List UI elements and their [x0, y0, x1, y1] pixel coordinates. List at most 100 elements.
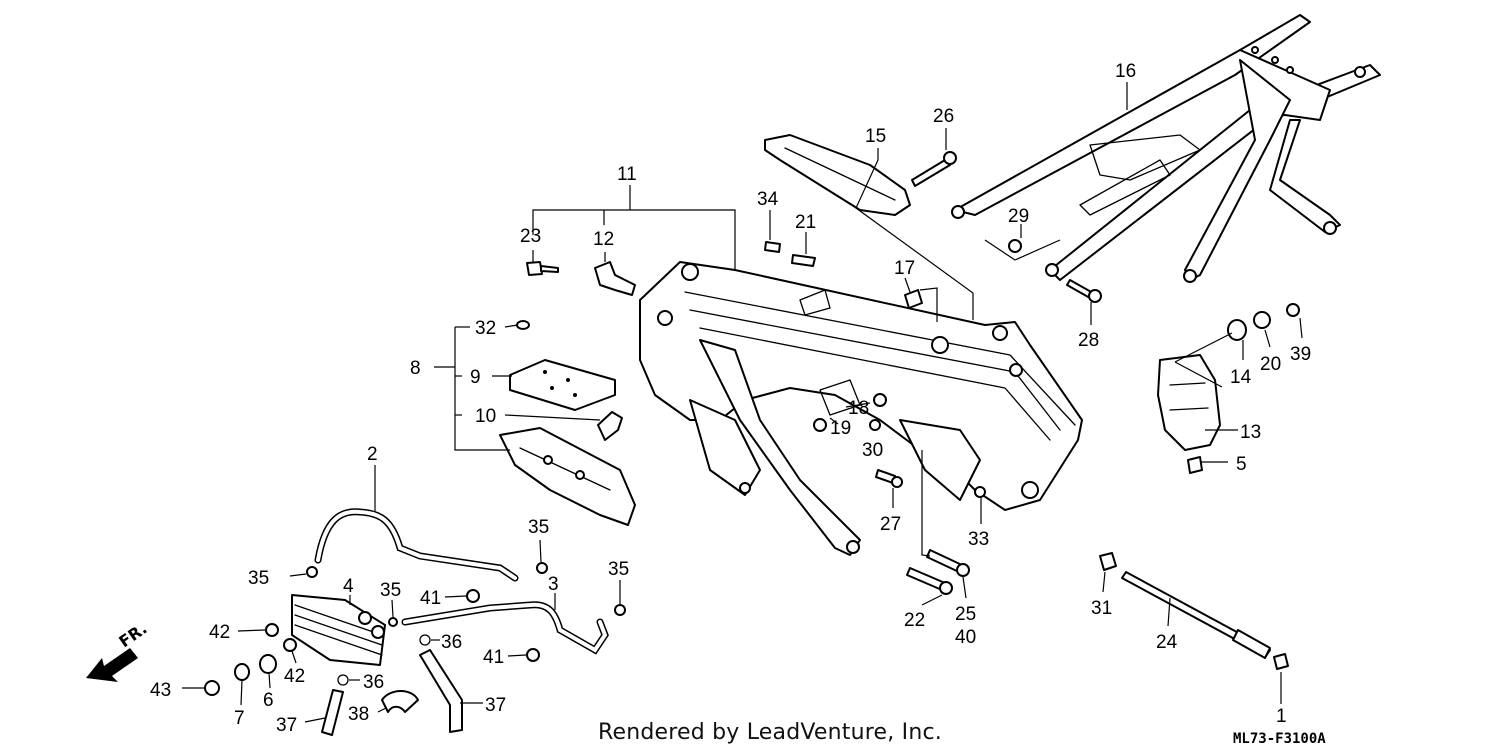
washer-part-35-a[interactable]	[306, 566, 318, 578]
upper-bracket-plate[interactable]	[764, 134, 911, 216]
callout-37-a: 37	[276, 715, 297, 736]
callout-42-a: 42	[209, 622, 230, 643]
callout-26: 26	[933, 106, 954, 127]
clamp-part-38[interactable]	[381, 690, 419, 713]
bolt-part-22[interactable]	[906, 567, 953, 595]
callout-33: 33	[968, 529, 989, 550]
callout-32: 32	[475, 318, 496, 339]
callout-21: 21	[795, 212, 816, 233]
callout-25: 25	[955, 604, 976, 625]
washer-part-18[interactable]	[873, 393, 887, 407]
callout-35-c: 35	[608, 559, 629, 580]
callout-36-a: 36	[441, 632, 462, 653]
callout-22: 22	[904, 610, 925, 631]
callout-13: 13	[1240, 422, 1261, 443]
callout-24: 24	[1156, 632, 1178, 653]
callout-4: 4	[343, 576, 354, 597]
callout-35-d: 35	[380, 580, 401, 601]
bolt-part-43[interactable]	[204, 680, 220, 696]
leader-lines	[182, 82, 1303, 723]
bolt-part-25[interactable]	[926, 549, 970, 577]
rear-subframe[interactable]	[951, 14, 1381, 283]
callout-23: 23	[520, 226, 541, 247]
washer-part-35-c[interactable]	[614, 604, 626, 616]
nut-part-29[interactable]	[1008, 239, 1022, 253]
callout-29: 29	[1008, 206, 1029, 227]
hose-part-37-a[interactable]	[321, 689, 344, 736]
callout-40: 40	[955, 627, 976, 648]
bolt-part-23[interactable]	[526, 261, 559, 276]
nut-part-5[interactable]	[1187, 456, 1203, 474]
callout-35-a: 35	[248, 568, 269, 589]
clip-part-36-b[interactable]	[337, 674, 349, 686]
battery-tray-assembly[interactable]	[499, 320, 636, 526]
callout-43: 43	[150, 680, 171, 701]
bolt-part-42-b[interactable]	[283, 638, 297, 652]
rendered-by-credit: Rendered by LeadVenture, Inc.	[598, 720, 942, 745]
oil-cooler-hose-2[interactable]	[314, 508, 519, 582]
main-frame-body[interactable]	[639, 261, 1083, 556]
callout-3: 3	[548, 574, 559, 595]
diagram-code: ML73-F3100A	[1233, 731, 1326, 747]
callout-39: 39	[1290, 344, 1311, 365]
nut-part-31[interactable]	[1099, 552, 1117, 571]
callout-15: 15	[865, 126, 886, 147]
callout-12: 12	[593, 229, 614, 250]
bolt-part-28[interactable]	[1066, 279, 1102, 303]
bolt-part-27[interactable]	[875, 469, 903, 488]
washer-part-35-d[interactable]	[388, 617, 398, 627]
callout-35-b: 35	[528, 517, 549, 538]
callout-labels: 1 2 3 4 5 6 7 8 9 10 11 12 13 14 15 16 1…	[150, 61, 1311, 736]
callout-5: 5	[1236, 454, 1247, 475]
callout-34: 34	[757, 189, 779, 210]
callout-20: 20	[1260, 354, 1281, 375]
nut-part-30[interactable]	[869, 419, 881, 431]
hose-part-37-b[interactable]	[419, 649, 463, 733]
callout-9: 9	[470, 367, 481, 388]
bolt-part-41-a[interactable]	[466, 589, 480, 603]
bolt-part-34[interactable]	[764, 241, 781, 253]
washer-part-35-b[interactable]	[536, 562, 548, 574]
bolt-part-26[interactable]	[911, 151, 957, 187]
bushing-part-14[interactable]	[1227, 319, 1247, 341]
collar-part-21[interactable]	[791, 254, 816, 267]
callout-7: 7	[234, 708, 245, 729]
bushing-part-6[interactable]	[259, 654, 277, 674]
callout-41-a: 41	[420, 588, 441, 609]
callout-2: 2	[367, 444, 378, 465]
callout-41-b: 41	[483, 647, 504, 668]
callout-19: 19	[830, 418, 851, 439]
callout-8: 8	[410, 358, 421, 379]
nut-part-1[interactable]	[1273, 653, 1289, 670]
callout-18: 18	[848, 398, 869, 419]
oil-cooler-hose-3[interactable]	[401, 601, 609, 655]
callout-31: 31	[1091, 598, 1112, 619]
callout-14: 14	[1230, 367, 1252, 388]
collar-part-7[interactable]	[234, 663, 250, 681]
front-marker-label: FR.	[115, 619, 150, 652]
callout-36-b: 36	[363, 672, 384, 693]
callout-27: 27	[880, 514, 901, 535]
clip-part-36-a[interactable]	[419, 634, 431, 646]
bolt-part-39[interactable]	[1286, 303, 1300, 317]
bolt-part-41-b[interactable]	[526, 648, 540, 662]
callout-6: 6	[263, 690, 274, 711]
collar-part-17[interactable]	[904, 289, 923, 309]
callout-10: 10	[475, 406, 496, 427]
callout-30: 30	[862, 440, 883, 461]
front-direction-arrow: FR.	[86, 619, 151, 682]
long-bolt-part-24[interactable]	[1121, 571, 1271, 659]
callout-28: 28	[1078, 330, 1099, 351]
callout-1: 1	[1276, 706, 1287, 727]
callout-16: 16	[1115, 61, 1136, 82]
side-cover-panel[interactable]	[1157, 354, 1221, 451]
callout-17: 17	[894, 258, 915, 279]
bushing-part-20[interactable]	[1253, 311, 1271, 329]
callout-38: 38	[348, 704, 369, 725]
mount-bracket[interactable]	[594, 261, 636, 296]
oil-cooler-part-4[interactable]	[291, 594, 386, 666]
bolt-part-42-a[interactable]	[265, 623, 279, 637]
callout-11: 11	[617, 164, 637, 185]
